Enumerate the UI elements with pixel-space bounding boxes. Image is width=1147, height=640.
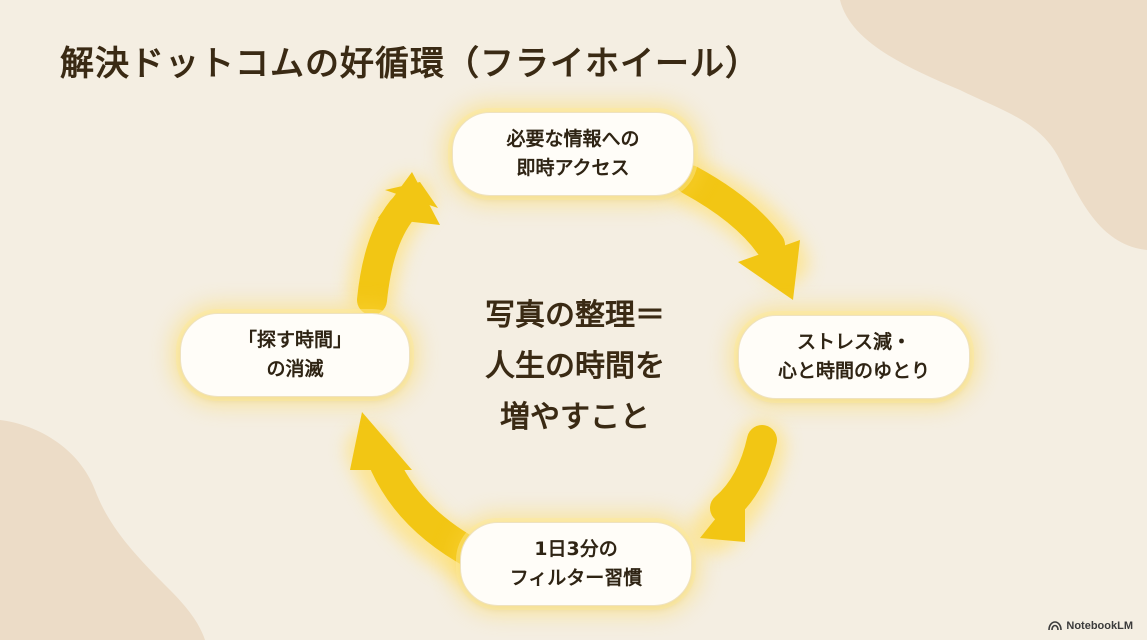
node-instant-access: 必要な情報への 即時アクセス [452,112,694,196]
center-message-line-1: 写真の整理＝ [485,298,665,333]
node-filter-habit-line-2: フィルター習慣 [509,567,643,589]
page-title: 解決ドットコムの好循環（フライホイール） [60,44,760,84]
arrow-right-to-bottom [700,425,777,542]
node-filter-habit-line-1: 1日3分の [534,538,618,560]
center-message: 写真の整理＝ 人生の時間を 増やすこと [440,290,710,443]
notebooklm-logo-icon [1048,621,1063,631]
node-instant-access-line-2: 即時アクセス [516,157,630,179]
node-instant-access-line-1: 必要な情報への [506,128,640,150]
center-message-line-2: 人生の時間を [485,349,665,384]
node-filter-habit: 1日3分の フィルター習慣 [460,522,692,606]
node-search-time-elimination-line-1: 「探す時間」 [237,329,352,351]
node-search-time-elimination-line-2: の消滅 [266,358,324,380]
center-message-line-3: 増やすこと [500,400,650,435]
node-stress-reduction-line-1: ストレス減・ [796,331,911,353]
node-search-time-elimination: 「探す時間」 の消滅 [180,313,410,397]
arrow-left-to-top [357,172,440,315]
brand-label: NotebookLM [1066,620,1133,632]
node-stress-reduction: ストレス減・ 心と時間のゆとり [738,315,970,399]
arrow-top-to-right [675,165,800,300]
node-stress-reduction-line-2: 心と時間のゆとり [777,360,930,382]
brand-watermark: NotebookLM [1048,620,1133,632]
